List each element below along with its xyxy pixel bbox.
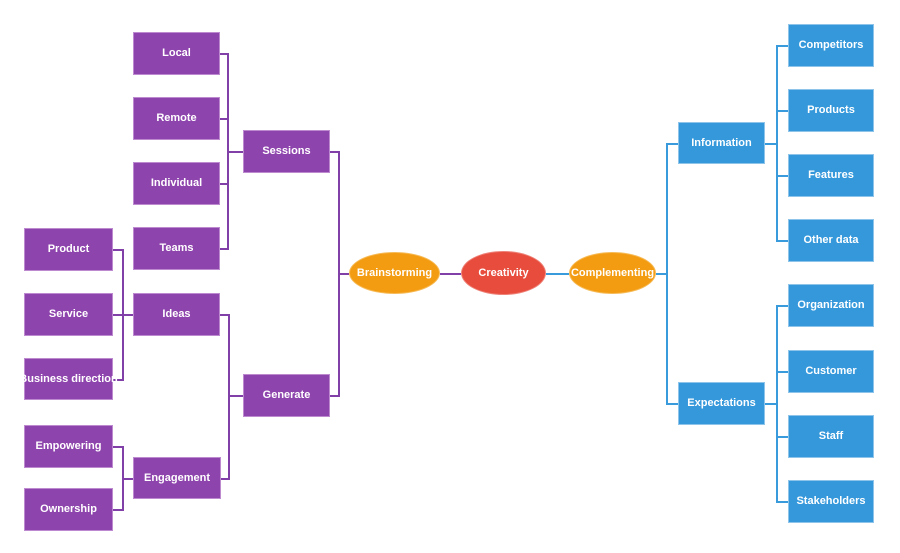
connector-line (666, 403, 678, 405)
connector-line (776, 45, 778, 242)
node-sessions[interactable]: Sessions (243, 130, 330, 173)
connector-line (776, 501, 788, 503)
connector-line (776, 305, 778, 503)
connector-line (220, 314, 228, 316)
node-competitors[interactable]: Competitors (788, 24, 874, 67)
connector-line (656, 273, 666, 275)
node-products[interactable]: Products (788, 89, 874, 132)
connector-line (122, 478, 133, 480)
connector-line (666, 143, 668, 405)
connector-line (228, 395, 243, 397)
connector-line (330, 151, 338, 153)
node-organization[interactable]: Organization (788, 284, 874, 327)
connector-line (220, 118, 227, 120)
connector-line (546, 273, 569, 275)
node-stakeholders[interactable]: Stakeholders (788, 480, 874, 523)
node-service[interactable]: Service (24, 293, 113, 336)
connector-line (666, 143, 678, 145)
connector-line (220, 248, 227, 250)
connector-line (776, 240, 788, 242)
connector-line (122, 314, 133, 316)
topic-brainstorming[interactable]: Brainstorming (349, 252, 440, 294)
node-other-data[interactable]: Other data (788, 219, 874, 262)
topic-complementing[interactable]: Complementing (569, 252, 656, 294)
node-local[interactable]: Local (133, 32, 220, 75)
connector-line (220, 53, 227, 55)
connector-line (113, 509, 122, 511)
connector-line (776, 110, 788, 112)
connector-line (330, 395, 338, 397)
node-information[interactable]: Information (678, 122, 765, 164)
connector-line (776, 371, 788, 373)
node-expectations[interactable]: Expectations (678, 382, 765, 425)
connector-line (220, 183, 227, 185)
node-empowering[interactable]: Empowering (24, 425, 113, 468)
connector-line (440, 273, 461, 275)
connector-line (113, 314, 122, 316)
connector-line (113, 379, 122, 381)
connector-line (776, 436, 788, 438)
node-ownership[interactable]: Ownership (24, 488, 113, 531)
node-remote[interactable]: Remote (133, 97, 220, 140)
connector-line (765, 403, 776, 405)
node-individual[interactable]: Individual (133, 162, 220, 205)
connector-line (776, 305, 788, 307)
node-ideas[interactable]: Ideas (133, 293, 220, 336)
connector-line (227, 151, 243, 153)
node-features[interactable]: Features (788, 154, 874, 197)
connector-line (113, 446, 122, 448)
connector-line (220, 478, 228, 480)
node-generate[interactable]: Generate (243, 374, 330, 417)
node-staff[interactable]: Staff (788, 415, 874, 458)
node-engagement[interactable]: Engagement (133, 457, 221, 499)
node-business-direction[interactable]: Business direction (19, 358, 118, 400)
node-product[interactable]: Product (24, 228, 113, 271)
node-teams[interactable]: Teams (133, 227, 220, 270)
topic-creativity-root[interactable]: Creativity (461, 251, 546, 295)
connector-line (765, 143, 776, 145)
connector-line (113, 249, 122, 251)
node-customer[interactable]: Customer (788, 350, 874, 393)
connector-line (228, 314, 230, 480)
connector-line (776, 175, 788, 177)
connector-line (776, 45, 788, 47)
connector-line (338, 273, 349, 275)
